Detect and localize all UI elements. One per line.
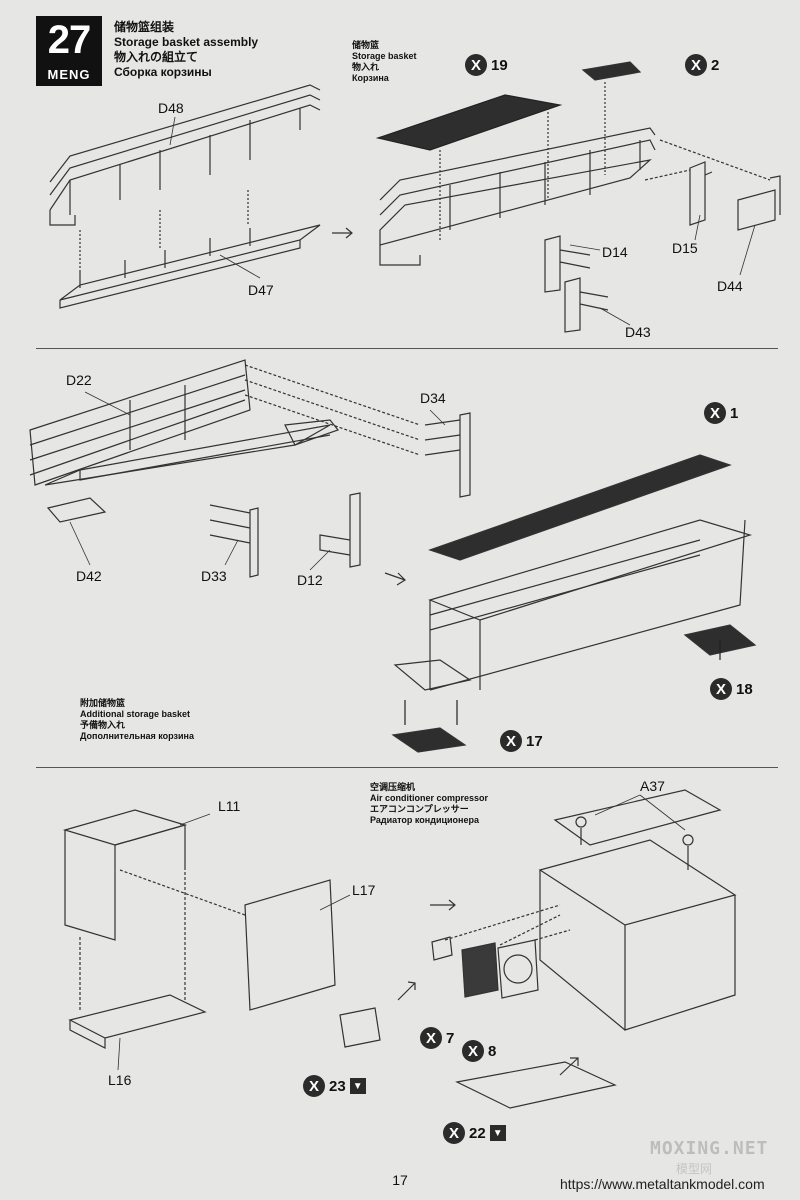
l16-base-part (68, 994, 207, 1049)
label-d44: D44 (717, 278, 743, 294)
part-count: 2 (711, 56, 720, 74)
label-d34: D34 (420, 390, 446, 406)
part-count: 7 (446, 1029, 455, 1047)
x1-mesh-panel (428, 454, 732, 561)
step-title: 储物篮组装 Storage basket assembly 物入れの組立て Сб… (114, 20, 258, 80)
d14-part (544, 235, 591, 293)
caption-en: Storage basket (352, 51, 417, 61)
cement-boot-icon: ▼ (489, 1125, 506, 1141)
caption-en: Additional storage basket (80, 709, 191, 719)
label-l16: L16 (108, 1072, 132, 1088)
l17-panel-part (244, 879, 336, 1011)
d44-part (737, 175, 781, 231)
x-icon: X (303, 1075, 325, 1097)
caption-compressor: 空调压缩机 Air conditioner compressor エアコンコンプ… (370, 782, 488, 826)
x-icon: X (443, 1122, 465, 1144)
part-count: 18 (736, 680, 753, 698)
title-jp: 物入れの組立て (114, 50, 199, 64)
label-l11: L11 (218, 798, 241, 814)
storage-basket-assembled (379, 127, 656, 266)
label-d14: D14 (602, 244, 628, 260)
x-icon: X (685, 54, 707, 76)
page-number: 17 (392, 1172, 408, 1188)
l11-housing-part (62, 809, 188, 941)
x17-mesh-panel (391, 727, 467, 753)
label-a37: A37 (640, 778, 665, 794)
step-badge: 27 MENG (36, 16, 102, 86)
caption-cn: 储物篮 (352, 40, 380, 50)
label-d33: D33 (201, 568, 227, 584)
d48-rail-part (49, 84, 321, 226)
caption-ru: Корзина (352, 73, 389, 83)
label-d15: D15 (672, 240, 698, 256)
d15-part (689, 161, 713, 226)
cement-boot-icon: ▼ (349, 1078, 366, 1094)
label-d43: D43 (625, 324, 651, 340)
watermark-sub: 模型网 (676, 1162, 713, 1176)
caption-storage-basket: 储物篮 Storage basket 物入れ Корзина (352, 40, 417, 84)
x2-mesh-panel (581, 61, 642, 81)
x8-fan-part (497, 939, 539, 999)
x-icon: X (420, 1027, 442, 1049)
x23-bracket-part (339, 1007, 381, 1048)
caption-cn: 附加储物篮 (80, 698, 126, 708)
section-divider (36, 348, 778, 349)
d33-part (209, 504, 259, 578)
caption-cn: 空调压缩机 (370, 782, 416, 792)
caption-additional-basket: 附加储物篮 Additional storage basket 予備物入れ До… (80, 698, 194, 742)
watermark-url: https://www.metaltankmodel.com (560, 1176, 765, 1192)
additional-basket-frame (29, 359, 339, 523)
part-count: 23 (329, 1077, 346, 1095)
label-d22: D22 (66, 372, 92, 388)
d47-base-part (59, 224, 321, 309)
compressor-housing-assembled (538, 789, 737, 1031)
x-icon: X (500, 730, 522, 752)
x-icon: X (710, 678, 732, 700)
part-count: 17 (526, 732, 543, 750)
title-cn: 储物篮组装 (114, 20, 175, 34)
caption-ru: Дополнительная корзина (80, 731, 194, 741)
x-icon: X (704, 402, 726, 424)
label-d42: D42 (76, 568, 102, 584)
caption-ru: Радиатор кондиционера (370, 815, 479, 825)
label-l17: L17 (352, 882, 376, 898)
title-en: Storage basket assembly (114, 35, 259, 49)
caption-en: Air conditioner compressor (370, 793, 489, 803)
label-d48: D48 (158, 100, 184, 116)
x19-mesh-panel (375, 94, 563, 151)
x-icon: X (465, 54, 487, 76)
caption-jp: エアコンコンプレッサー (370, 804, 469, 814)
x-icon: X (462, 1040, 484, 1062)
step-number: 27 (47, 18, 92, 62)
part-count: 8 (488, 1042, 497, 1060)
part-count: 22 (469, 1124, 486, 1142)
title-ru: Сборка корзины (114, 65, 212, 79)
part-count: 1 (730, 404, 739, 422)
x22-plate-part (455, 1061, 617, 1109)
section-divider (36, 767, 778, 768)
x7-grille-part (461, 942, 499, 998)
additional-basket-assembled (393, 519, 753, 691)
watermark-text: MOXING.NET (650, 1138, 769, 1159)
part-count: 19 (491, 56, 508, 74)
caption-jp: 予備物入れ (80, 720, 126, 730)
d34-part (424, 412, 471, 498)
d43-part (564, 277, 609, 333)
d12-part (319, 492, 361, 568)
caption-jp: 物入れ (352, 62, 380, 72)
label-d12: D12 (297, 572, 323, 588)
label-d47: D47 (248, 282, 274, 298)
brand-logo: MENG (47, 67, 91, 82)
